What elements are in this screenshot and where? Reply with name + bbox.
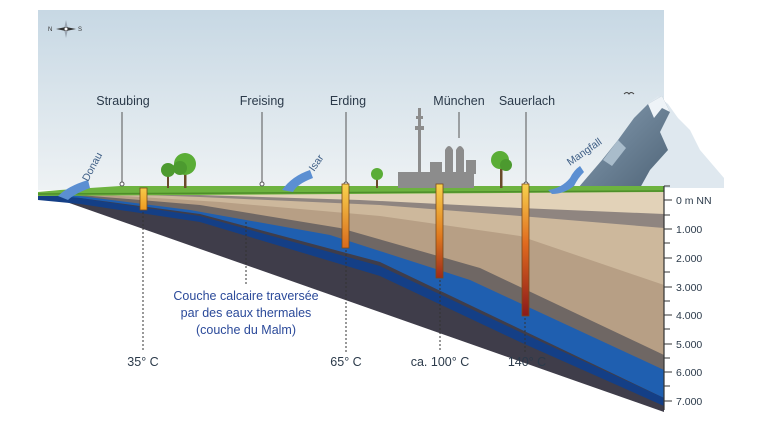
- temperature-muenchen: ca. 100° C: [411, 355, 470, 369]
- bird-icon: [623, 92, 635, 95]
- temperature-straubing: 35° C: [127, 355, 158, 369]
- well-sauerlach: [521, 183, 530, 317]
- temperature-sauerlach: 140° C: [508, 355, 546, 369]
- well-muenchen: [435, 183, 444, 279]
- depth-label-2000: 2.000: [676, 253, 702, 265]
- depth-label-5000: 5.000: [676, 339, 702, 351]
- munich-skyline: [398, 108, 476, 188]
- compass-icon: N S: [48, 20, 82, 38]
- malm-layer-label-line-3: (couche du Malm): [196, 323, 296, 337]
- town-label-freising: Freising: [240, 94, 285, 108]
- depth-label-0: 0 m NN: [676, 195, 712, 207]
- depth-label-7000: 7.000: [676, 396, 702, 408]
- well-erding: [341, 183, 350, 249]
- river-donau: [58, 180, 90, 200]
- malm-layer-label-line-1: Couche calcaire traversée: [173, 289, 318, 303]
- river-mangfall: [548, 166, 584, 194]
- town-label-erding: Erding: [330, 94, 366, 108]
- depth-label-3000: 3.000: [676, 282, 702, 294]
- ground-layers: [38, 191, 664, 412]
- town-label-muenchen: München: [433, 94, 484, 108]
- town-label-straubing: Straubing: [96, 94, 150, 108]
- alps-mountains: [578, 96, 724, 188]
- depth-scale: 0 m NN 1.000 2.000 3.000 4.000 5.000 6.0…: [663, 185, 712, 410]
- well-straubing: [139, 187, 148, 211]
- temperature-erding: 65° C: [330, 355, 361, 369]
- town-label-sauerlach: Sauerlach: [499, 94, 555, 108]
- river-isar: [282, 170, 313, 192]
- depth-label-4000: 4.000: [676, 310, 702, 322]
- depth-label-6000: 6.000: [676, 367, 702, 379]
- tree-right: [491, 151, 512, 188]
- malm-layer-label-line-2: par des eaux thermales: [181, 306, 312, 320]
- sky-background: [38, 10, 664, 190]
- depth-label-1000: 1.000: [676, 224, 702, 236]
- compass-east-label: S: [78, 27, 82, 33]
- tree-cluster: [161, 153, 196, 188]
- town-marker-lines: [121, 112, 527, 184]
- dashed-indicator-lines: [142, 212, 526, 352]
- compass-west-label: N: [48, 27, 52, 33]
- tree-small: [371, 168, 383, 188]
- geothermal-wells: [139, 183, 530, 317]
